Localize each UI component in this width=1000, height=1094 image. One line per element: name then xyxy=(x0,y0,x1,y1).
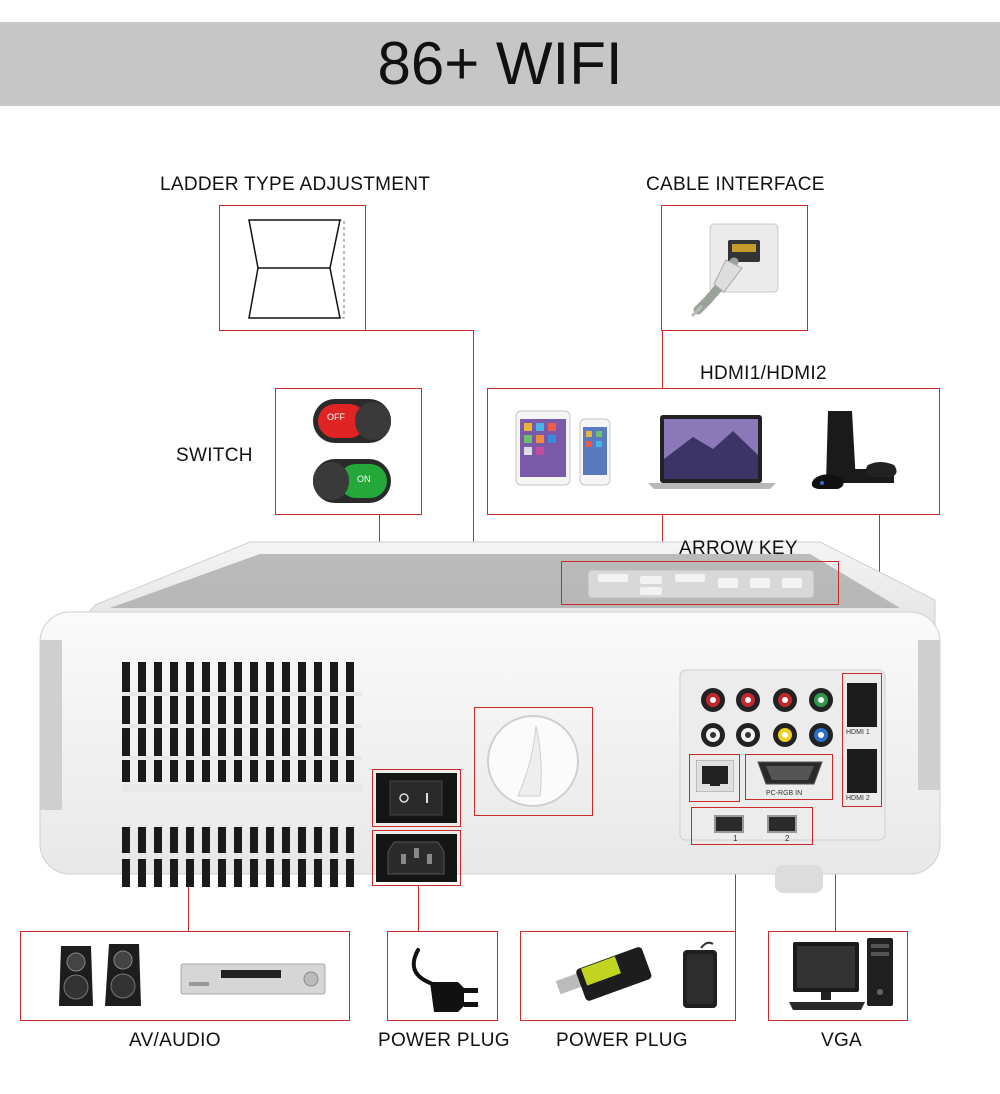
vga-port[interactable] xyxy=(752,758,828,788)
cable-box xyxy=(661,205,808,331)
av-audio-devices xyxy=(59,944,326,1006)
hdmi2-port[interactable] xyxy=(847,749,877,793)
usb2-port[interactable] xyxy=(767,815,797,833)
hdmi-label: HDMI1/HDMI2 xyxy=(700,363,827,384)
power-plug-icon xyxy=(411,948,478,1012)
switch-box: OFF ON xyxy=(275,388,422,515)
vga-label: VGA xyxy=(821,1030,863,1051)
av-audio-label: AV/AUDIO xyxy=(129,1030,221,1051)
pc-rgb-label: PC-RGB IN xyxy=(766,790,803,797)
hdmi-devices xyxy=(515,410,897,489)
hdmi1-label: HDMI 1 xyxy=(846,729,870,736)
external-drive-icon xyxy=(683,941,717,1008)
arrow-key-label: ARROW KEY xyxy=(679,538,798,559)
page-title: 86+ WIFI xyxy=(377,30,623,97)
switch-off-toggle[interactable]: OFF xyxy=(313,399,391,443)
hdmi2-label: HDMI 2 xyxy=(846,795,870,802)
switch-off-text: OFF xyxy=(327,412,345,422)
usb-ports-highlight xyxy=(691,807,813,845)
lan-port[interactable] xyxy=(696,760,734,792)
usb2-label: 2 xyxy=(785,834,790,843)
ethernet-cable-icon xyxy=(690,223,779,318)
usb1-port[interactable] xyxy=(714,815,744,833)
focus-wheel[interactable] xyxy=(478,711,588,811)
arrow-key-pad[interactable] xyxy=(580,566,820,600)
ladder-box xyxy=(219,205,366,331)
power-switch-highlight xyxy=(372,769,461,827)
av-receiver-icon xyxy=(180,963,326,995)
switch-on-toggle[interactable]: ON xyxy=(313,459,391,503)
phone-icon xyxy=(579,418,611,486)
header-bar xyxy=(0,22,1000,106)
lan-port-highlight xyxy=(689,754,740,802)
arrow-key-highlight xyxy=(561,561,839,605)
game-console-icon xyxy=(811,411,897,489)
usb-flash-drive-icon xyxy=(555,947,652,1001)
hdmi-ports-highlight xyxy=(842,673,882,807)
switch-label: SWITCH xyxy=(176,445,253,466)
keystone-icon xyxy=(248,219,345,319)
power-plug-box xyxy=(387,931,498,1021)
switch-on-text: ON xyxy=(357,474,371,484)
laptop-icon xyxy=(648,415,776,489)
focus-wheel-highlight xyxy=(474,707,593,816)
usb1-label: 1 xyxy=(733,834,738,843)
vga-port-highlight xyxy=(745,754,833,800)
hdmi-box xyxy=(487,388,940,515)
vga-box xyxy=(768,931,908,1021)
power-rocker-switch[interactable] xyxy=(376,773,457,823)
vent-grille xyxy=(122,662,362,887)
cable-label: CABLE INTERFACE xyxy=(646,174,825,195)
speaker-icon xyxy=(59,944,141,1006)
power-inlet-highlight xyxy=(372,830,461,886)
power-plug-label-1: POWER PLUG xyxy=(378,1030,510,1051)
monitor-icon xyxy=(789,942,865,1010)
usb-devices xyxy=(555,941,717,1008)
ladder-label: LADDER TYPE ADJUSTMENT xyxy=(160,174,431,195)
vga-devices xyxy=(789,938,893,1010)
av-audio-box xyxy=(20,931,350,1021)
power-inlet-socket xyxy=(376,834,457,882)
usb-devices-box xyxy=(520,931,736,1021)
power-plug-label-2: POWER PLUG xyxy=(556,1030,688,1051)
tablet-icon xyxy=(515,410,571,486)
hdmi1-port[interactable] xyxy=(847,683,877,727)
av-rca-jacks xyxy=(701,688,833,747)
desktop-tower-icon xyxy=(867,938,893,1006)
